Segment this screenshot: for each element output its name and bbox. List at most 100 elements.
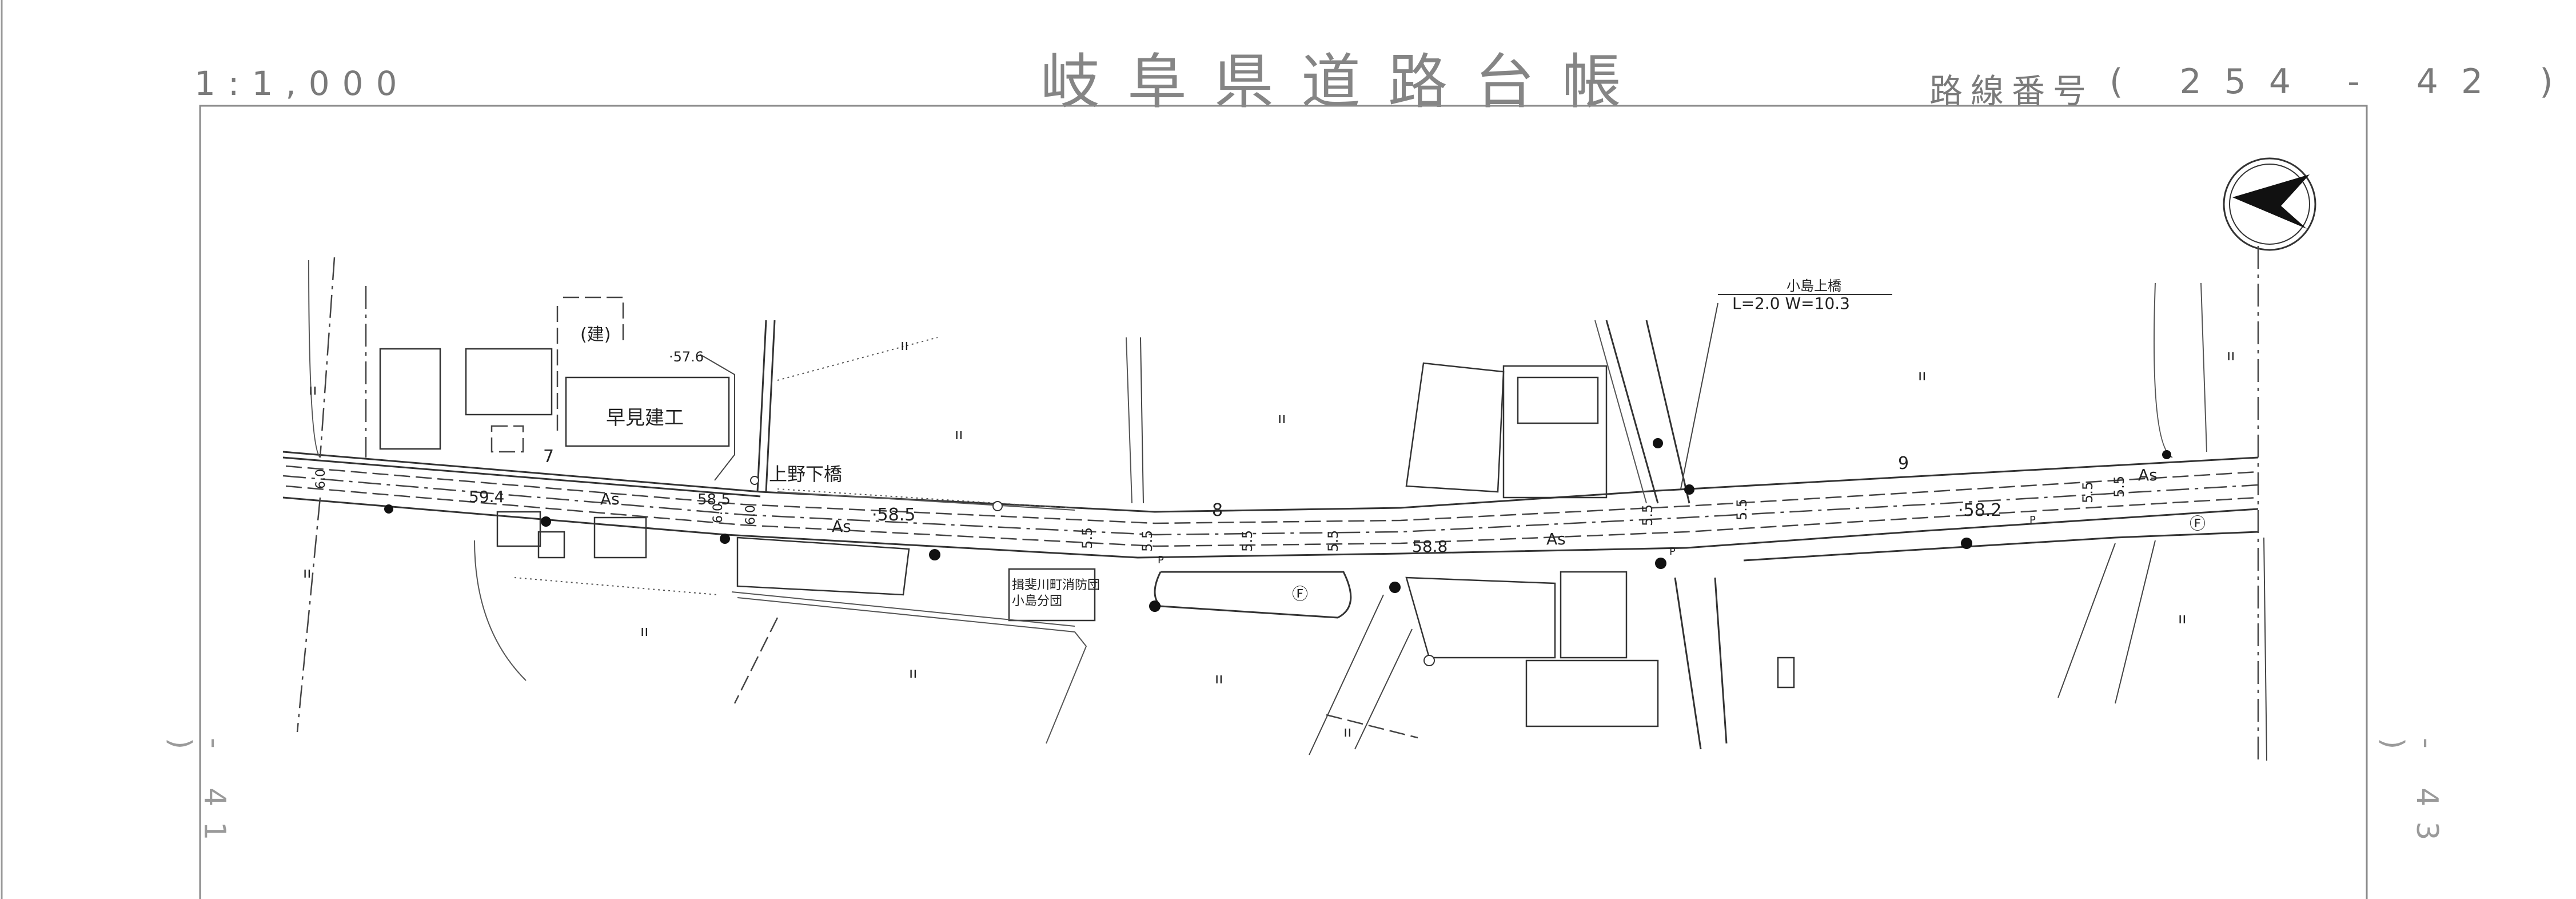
roadside-hatch-dotted — [777, 488, 1070, 508]
label-width: 5.5 — [1325, 530, 1341, 552]
label-bridge-ueno: 上野下橋 — [769, 463, 842, 485]
east-line — [2057, 543, 2116, 698]
survey-point — [1655, 558, 1666, 569]
survey-point — [1653, 438, 1663, 448]
river-bank — [1645, 320, 1690, 504]
east-line — [2263, 537, 2267, 761]
river-bank — [1605, 320, 1659, 504]
lot-boundary — [563, 296, 624, 343]
small-shed — [491, 425, 524, 453]
label-elevation: 59.4 — [469, 487, 504, 506]
side-road-edge — [1154, 571, 1352, 619]
building — [379, 348, 441, 450]
side-road — [1309, 594, 1384, 755]
canal-hatch — [1126, 337, 1133, 504]
label-hydrant: Ⓕ — [1292, 584, 1308, 603]
label-fire-brigade: 小島分団 — [1012, 594, 1062, 608]
building-long — [736, 536, 910, 596]
label-p: P — [1669, 546, 1676, 558]
survey-point — [1389, 582, 1401, 593]
label-width: 6.0 — [711, 503, 725, 523]
survey-point — [1684, 484, 1694, 495]
east-line — [2115, 540, 2156, 704]
road-edge-line-south — [285, 485, 2259, 547]
label-bridge-dimensions: L=2.0 W=10.3 — [1732, 294, 1850, 313]
building-hayami — [565, 376, 730, 447]
building — [593, 516, 647, 559]
label-width: 5.5 — [1239, 530, 1255, 552]
survey-point — [929, 549, 940, 560]
route-number-label: 路線番号 — [1929, 71, 2095, 110]
river-hatch — [1594, 320, 1647, 504]
label-pavement: As — [832, 517, 851, 536]
label-field: ıı — [1918, 367, 1926, 384]
fire-station — [1008, 568, 1096, 622]
label-bridge-kojima: 小島上橋 — [1787, 278, 1841, 294]
building — [537, 531, 565, 559]
manhole-ring — [750, 476, 759, 485]
label-width: 5.5 — [1640, 504, 1656, 526]
label-fire-brigade: 揖斐川町消防団 — [1012, 578, 1100, 592]
building — [1502, 365, 1608, 499]
canal-edge — [1140, 337, 1144, 504]
side-road — [1354, 628, 1413, 750]
route-number-value: ( 254 - 42 ) — [2110, 62, 2576, 102]
lot-boundary — [700, 354, 735, 481]
label-p: P — [2029, 514, 2036, 526]
road-centerline — [282, 475, 2259, 536]
dashed-lot — [733, 617, 779, 704]
building — [496, 511, 541, 547]
label-pavement: As — [1546, 530, 1566, 548]
label-elevation: 58.5 — [697, 491, 731, 508]
adjacent-sheet-left: - 41 ) — [163, 738, 232, 856]
road-north-edge-inner — [282, 456, 761, 498]
survey-point — [2162, 450, 2171, 459]
label-company: 早見建工 — [606, 407, 684, 429]
building-angled — [1405, 362, 1505, 493]
bridge-leader — [1680, 303, 1718, 490]
survey-point — [1961, 538, 1972, 549]
east-side-ditch — [2154, 283, 2173, 458]
small-structure — [1777, 657, 1795, 689]
label-width: 5.5 — [1079, 527, 1095, 549]
road-map: (建) ·57.6 早見建工 上野下橋 7 8 9 59.4 58.5 ·58.… — [1, 0, 2368, 899]
label-lane-number: 8 — [1212, 500, 1223, 520]
building — [1560, 571, 1628, 659]
dotted-field-line — [777, 337, 938, 381]
label-field: ıı — [1343, 723, 1351, 741]
label-field: ıı — [909, 665, 917, 682]
label-field: ıı — [955, 426, 963, 443]
east-road — [1743, 531, 2259, 562]
roadside-hatch-north — [777, 491, 1075, 511]
manhole-ring — [1423, 655, 1435, 666]
label-field: ıı — [2227, 347, 2235, 364]
label-width: 5.5 — [2111, 476, 2127, 498]
canal-edge — [756, 320, 767, 492]
label-field: ıı — [1215, 670, 1223, 687]
building-block — [1405, 576, 1556, 659]
label-building-ken: (建) — [580, 325, 611, 345]
building — [465, 348, 553, 416]
river-bank — [1674, 577, 1702, 750]
canal-edge — [765, 320, 776, 492]
label-width: 5.5 — [1734, 499, 1750, 520]
label-field: ıı — [1278, 410, 1286, 427]
adjacent-sheet-right: - 43 ) — [2375, 738, 2444, 856]
dashed-lot — [296, 497, 321, 733]
survey-point — [1149, 600, 1161, 612]
label-field: ıı — [303, 564, 311, 582]
map-frame — [199, 105, 2368, 899]
south-retaining-wall — [731, 591, 1075, 627]
label-lane-number: 7 — [543, 447, 554, 467]
lot-boundary — [319, 257, 336, 458]
label-elevation: ·58.5 — [872, 505, 915, 525]
north-arrow-icon — [2223, 157, 2316, 251]
survey-point — [720, 534, 730, 544]
road-north-edge — [282, 451, 2259, 513]
label-elevation: ·57.6 — [669, 349, 704, 365]
label-width: 6.0 — [744, 505, 758, 525]
label-hydrant: Ⓕ — [2190, 514, 2206, 533]
dotted-boundary — [514, 577, 718, 595]
label-pavement: As — [2138, 466, 2158, 484]
building — [1525, 659, 1659, 727]
